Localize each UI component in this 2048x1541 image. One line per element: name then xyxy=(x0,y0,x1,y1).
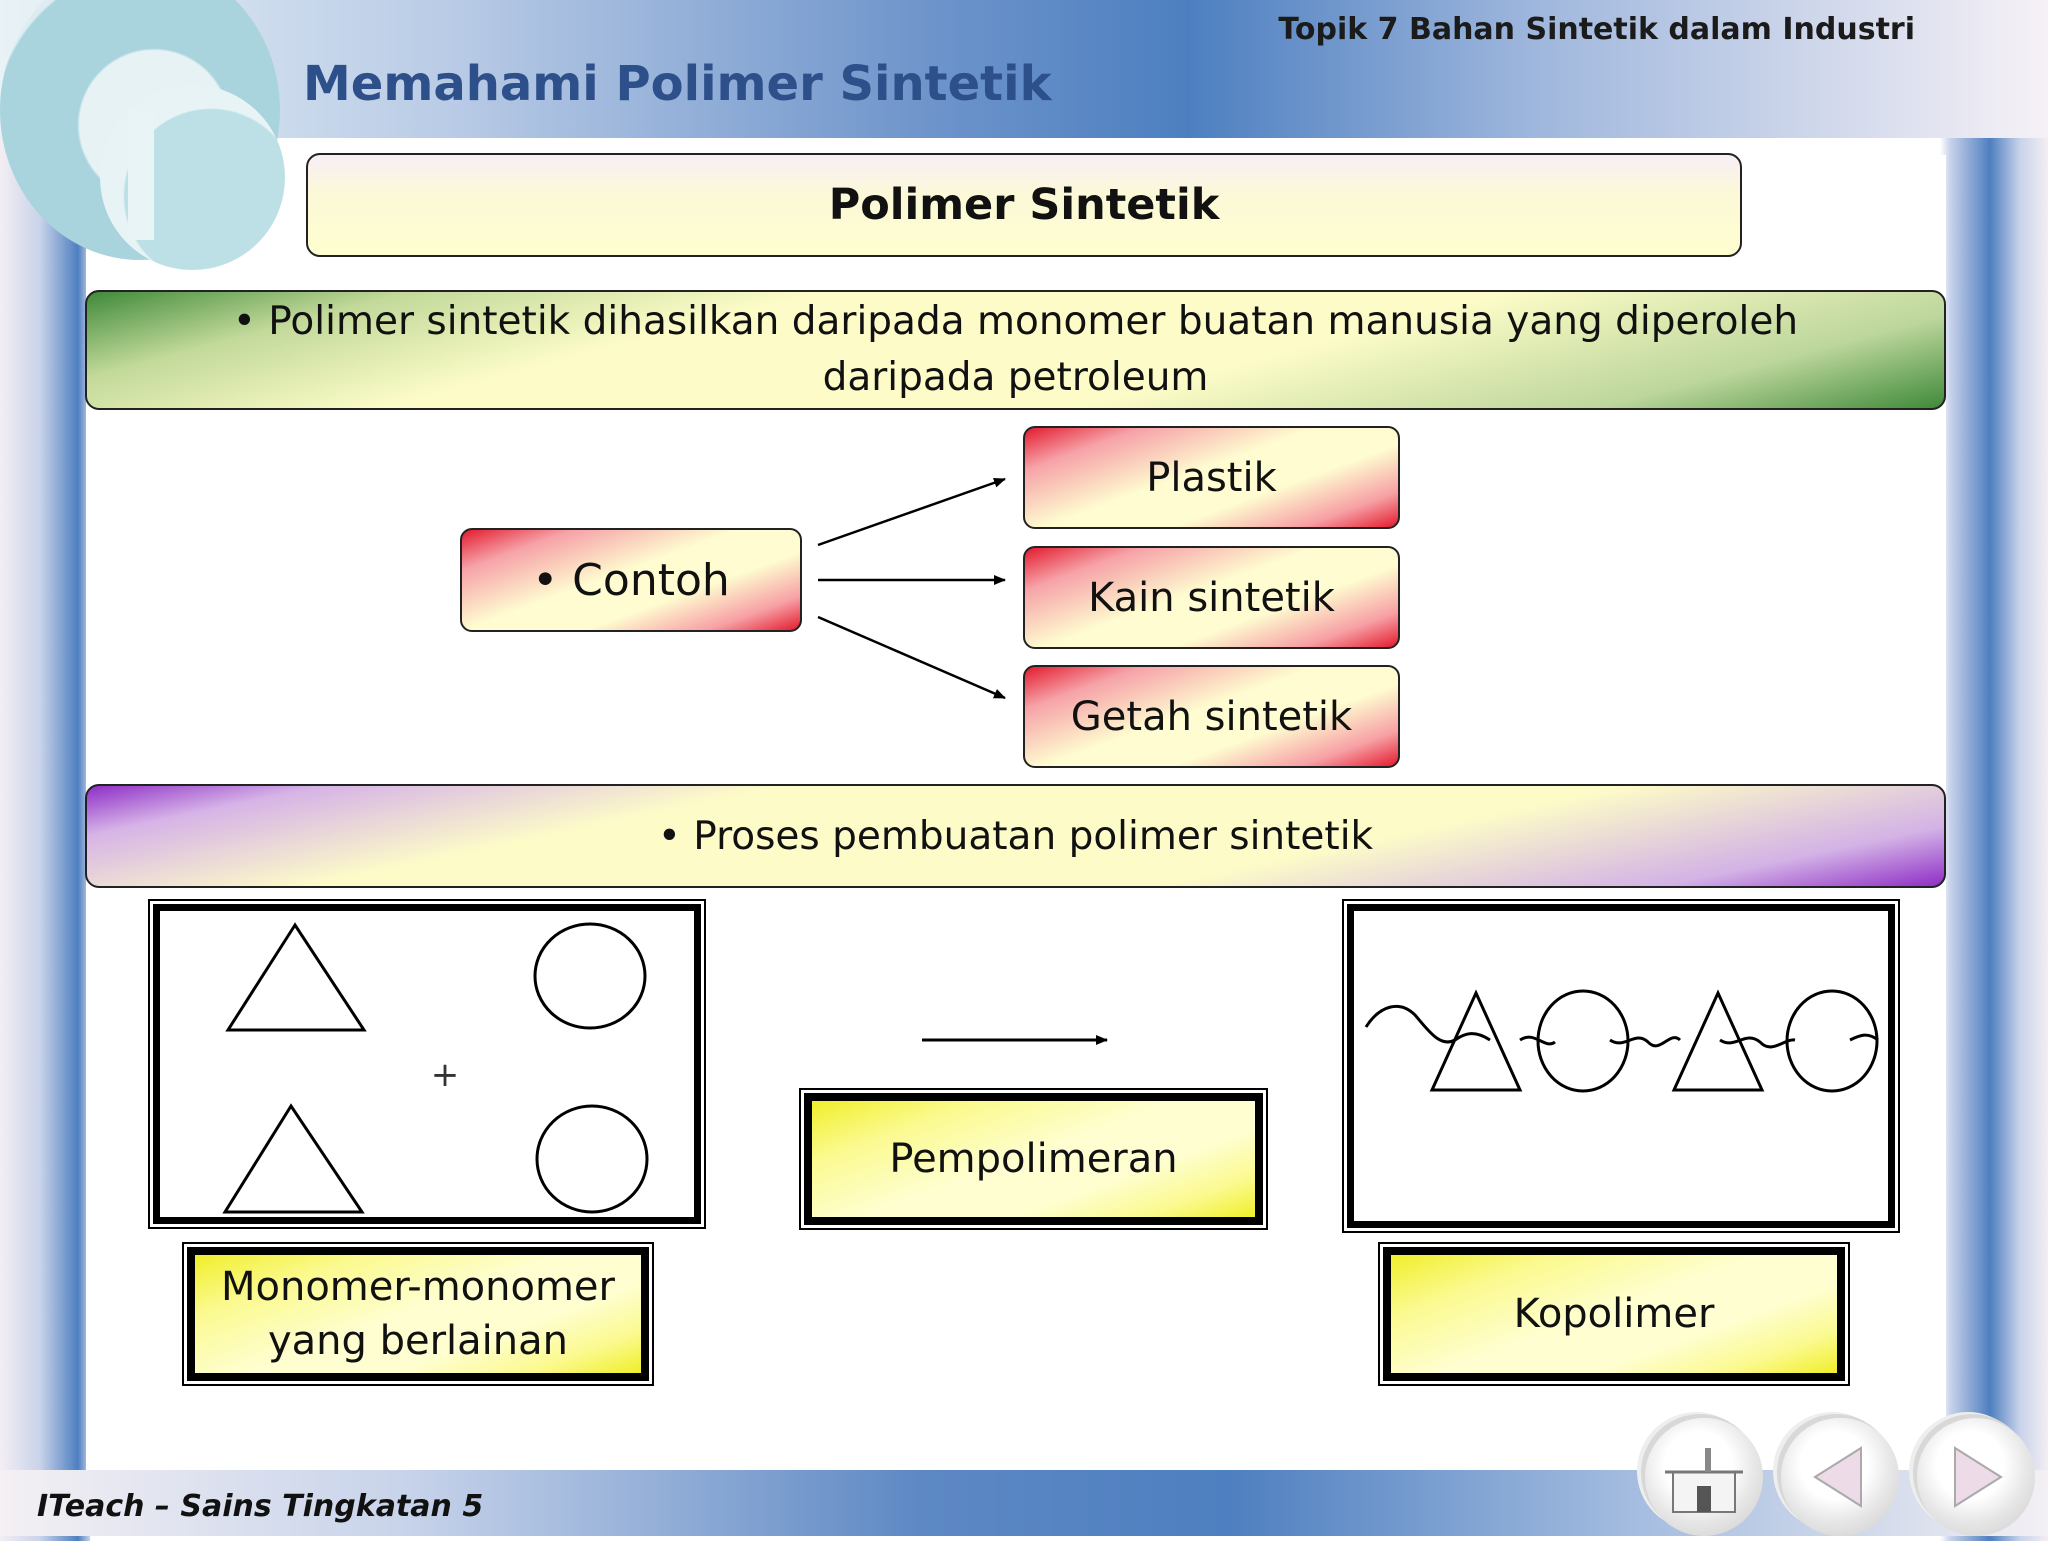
previous-arrow-icon xyxy=(1813,1446,1862,1508)
examples-label-box: • Contoh xyxy=(460,528,802,632)
monomer-label-box: Monomer-monomer yang berlainan xyxy=(182,1242,654,1386)
home-icon xyxy=(1665,1448,1743,1513)
example-getah-sintetik-box: Getah sintetik xyxy=(1023,665,1400,768)
process-heading-box: • Proses pembuatan polimer sintetik xyxy=(85,784,1946,888)
monomer-circle-top xyxy=(533,922,647,1030)
monomer-triangle-bottom xyxy=(222,1103,365,1214)
monomer-illustration-frame xyxy=(148,899,706,1229)
header-band xyxy=(0,0,2048,138)
next-button[interactable] xyxy=(1917,1418,2035,1536)
home-button[interactable] xyxy=(1645,1418,1763,1536)
topic-title: Topik 7 Bahan Sintetik dalam Industri xyxy=(1278,12,1915,47)
footer-credit: ITeach – Sains Tingkatan 5 xyxy=(37,1489,484,1524)
polymerization-label-box: Pempolimeran xyxy=(799,1088,1268,1230)
copolymer-triangle-1 xyxy=(1429,989,1523,1092)
monomer-triangle-top xyxy=(225,922,367,1032)
plus-sign: + xyxy=(431,1055,460,1095)
previous-button[interactable] xyxy=(1781,1418,1899,1536)
next-arrow-icon xyxy=(1954,1446,2003,1508)
copolymer-chain-line xyxy=(1364,1005,1879,1049)
monomer-circle-bottom xyxy=(535,1104,649,1214)
definition-box: • Polimer sintetik dihasilkan daripada m… xyxy=(85,290,1946,410)
main-title-box: Polimer Sintetik xyxy=(306,153,1742,257)
page-title: Memahami Polimer Sintetik xyxy=(303,56,1052,112)
arrow-to-plastik xyxy=(817,477,1006,547)
copolymer-circle-1 xyxy=(1536,989,1630,1093)
logo-decoration-bar xyxy=(128,110,154,240)
example-kain-sintetik-box: Kain sintetik xyxy=(1023,546,1400,649)
copolymer-triangle-2 xyxy=(1671,989,1765,1092)
copolymer-label-box: Kopolimer xyxy=(1378,1242,1850,1386)
copolymer-circle-2 xyxy=(1785,989,1879,1093)
arrow-to-getah-sintetik xyxy=(817,615,1006,700)
example-plastik-box: Plastik xyxy=(1023,426,1400,529)
